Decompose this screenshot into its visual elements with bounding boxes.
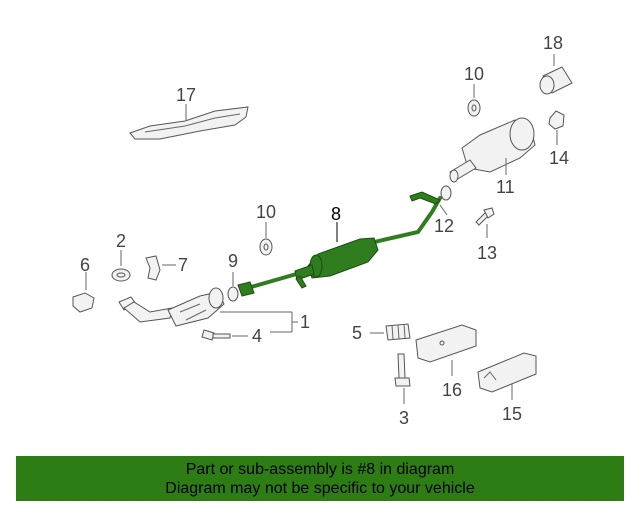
callout-9: 9 (228, 251, 238, 271)
callout-8: 8 (331, 204, 341, 224)
part-9-gasket[interactable] (227, 286, 239, 302)
callout-17: 17 (176, 85, 196, 105)
part-2-gasket[interactable] (111, 268, 131, 282)
part-12-gasket[interactable] (440, 185, 452, 201)
part-18-tail-pipe[interactable] (539, 66, 573, 95)
part-6-bracket[interactable] (72, 292, 95, 313)
banner-line-1: Part or sub-assembly is #8 in diagram (185, 461, 455, 478)
callout-3: 3 (399, 408, 409, 428)
part-4-bolt[interactable] (201, 329, 231, 341)
part-1-front-pipe-converter[interactable] (118, 287, 225, 327)
part-13-bolt[interactable] (475, 207, 495, 226)
callout-4: 4 (252, 326, 262, 346)
info-banner: Part or sub-assembly is #8 in diagram Di… (16, 456, 624, 501)
part-5-cushion[interactable] (385, 323, 411, 341)
part-10-gasket-lower[interactable] (259, 238, 273, 256)
callout-2: 2 (116, 231, 126, 251)
part-16-heat-shield[interactable] (415, 324, 477, 363)
callout-10-upper: 10 (464, 64, 484, 84)
callout-18: 18 (543, 33, 563, 53)
callout-10-lower: 10 (256, 202, 276, 222)
part-10-gasket-upper[interactable] (467, 99, 481, 117)
exhaust-parts-diagram: 17 18 10 14 11 12 13 (72, 33, 573, 428)
callout-11: 11 (496, 177, 515, 197)
callout-6: 6 (80, 255, 90, 275)
part-8-center-pipe-resonator[interactable] (237, 191, 442, 297)
callout-12: 12 (434, 216, 454, 236)
callout-7: 7 (178, 255, 188, 275)
callout-16: 16 (442, 380, 462, 400)
callout-5: 5 (352, 323, 362, 343)
callout-1: 1 (300, 312, 310, 332)
part-14-hanger[interactable] (548, 110, 565, 130)
part-3-stud-bolt[interactable] (394, 353, 411, 387)
part-17-heat-shield[interactable] (129, 106, 249, 140)
part-7-bracket[interactable] (145, 255, 161, 281)
callout-13: 13 (477, 243, 497, 263)
callout-15: 15 (502, 404, 522, 424)
banner-line-2: Diagram may not be specific to your vehi… (165, 480, 475, 497)
callout-14: 14 (549, 148, 569, 168)
part-11-muffler[interactable] (449, 117, 536, 183)
part-15-heat-shield[interactable] (477, 352, 537, 393)
